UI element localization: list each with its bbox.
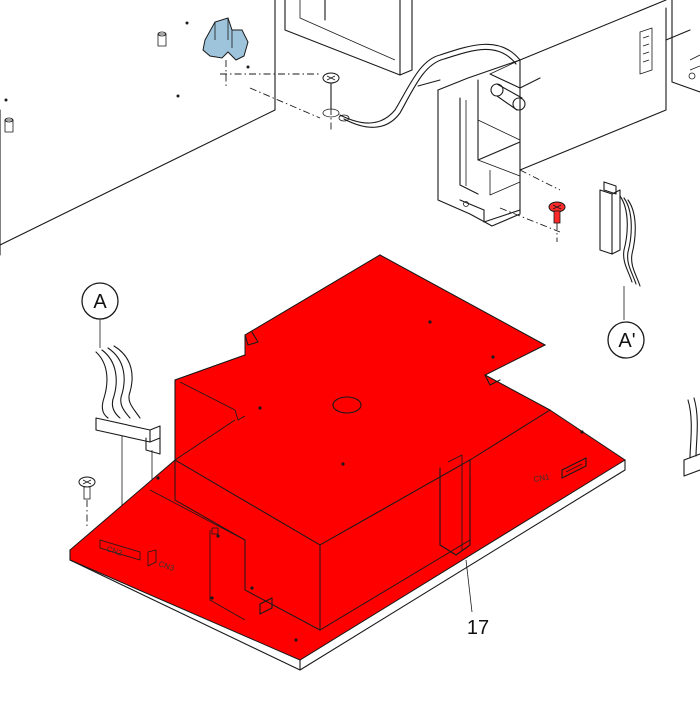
- callout-a-prime-label: A': [618, 330, 635, 352]
- callout-a-prime: A': [607, 321, 645, 359]
- part-number-label: 17: [467, 617, 489, 639]
- board-small-block: [259, 597, 273, 615]
- cable-clip: [202, 17, 249, 86]
- standoff-top: [157, 31, 167, 47]
- highlighted-screw: [548, 201, 566, 242]
- callout-a-label: A: [93, 291, 107, 313]
- control-board-assembly: CN1 CN2 CN3: [69, 254, 626, 671]
- callout-a: A: [81, 282, 119, 348]
- connector-a-prime: [599, 181, 641, 320]
- cn1-label: CN1: [533, 472, 551, 484]
- board-connector-cn1: [561, 457, 587, 479]
- cable-clip-body: [202, 17, 249, 61]
- part-callout-17: 17: [465, 559, 489, 639]
- callout-a-prime-circle: [607, 321, 645, 359]
- board-screw: [78, 476, 96, 528]
- connector-right-edge: [683, 397, 700, 477]
- board-connector-cn3: [147, 549, 157, 567]
- ground-cable: [338, 43, 521, 128]
- standoff-left: [4, 117, 14, 133]
- board-connector-cn2: [99, 539, 141, 561]
- chassis-plate: [0, 0, 441, 256]
- ground-screw: [322, 72, 340, 130]
- power-supply-unit: [437, 0, 700, 233]
